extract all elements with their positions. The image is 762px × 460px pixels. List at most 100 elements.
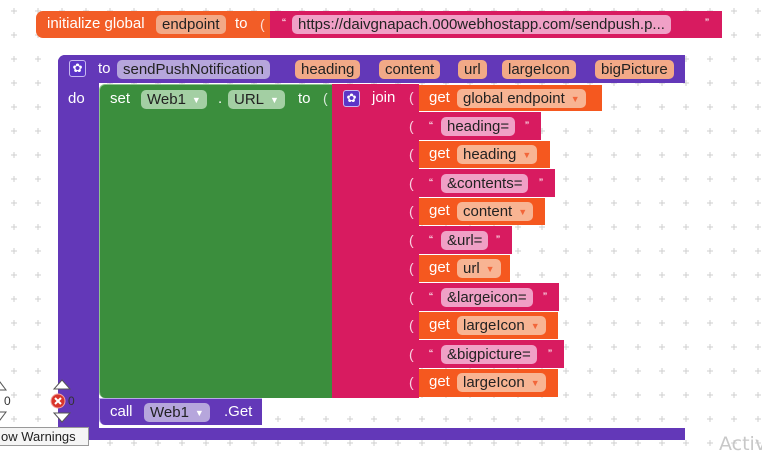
socket-icon: ( [409, 175, 414, 191]
open-quote-icon: “ [429, 347, 433, 361]
text-value-field[interactable]: &bigpicture= [441, 345, 537, 364]
get-label: get [429, 316, 450, 333]
socket-icon: ( [409, 260, 414, 276]
close-quote-icon: ” [539, 176, 543, 190]
error-toggle-arrows-icon [50, 379, 72, 423]
socket-icon: ( [409, 346, 414, 362]
warnings-indicator[interactable]: 0 [0, 378, 20, 424]
variable-dropdown[interactable]: url ▼ [457, 259, 501, 278]
join-item-1[interactable]: “ heading= ” [419, 112, 541, 140]
dropdown-arrow-icon: ▼ [485, 264, 495, 274]
procedure-block[interactable]: ✿ to sendPushNotification heading conten… [58, 55, 685, 440]
close-quote-icon: ” [548, 347, 552, 361]
text-value-field[interactable]: https://daivgnapach.000webhostapp.com/se… [292, 15, 671, 34]
variable-dropdown[interactable]: global endpoint ▼ [457, 89, 586, 108]
variable-dropdown[interactable]: content ▼ [457, 202, 534, 221]
join-item-9[interactable]: “ &bigpicture= ” [419, 340, 564, 368]
get-label: get [429, 373, 450, 390]
do-label: do [68, 90, 85, 107]
param-bigpicture[interactable]: bigPicture [595, 60, 674, 79]
param-content[interactable]: content [379, 60, 441, 79]
variable-dropdown[interactable]: largeIcon ▼ [457, 373, 546, 392]
socket-icon: ( [323, 90, 328, 106]
component-dropdown[interactable]: Web1 ▼ [141, 90, 207, 109]
get-label: get [429, 202, 450, 219]
get-label: get [429, 145, 450, 162]
variable-name: largeIcon [463, 317, 525, 334]
close-quote-icon: ” [705, 16, 709, 30]
join-item-5[interactable]: “ &url= ” [419, 226, 512, 254]
join-item-8[interactable]: get largeIcon ▼ [419, 312, 558, 339]
socket-icon: ( [409, 89, 414, 105]
close-quote-icon: ” [525, 119, 529, 133]
open-quote-icon: “ [429, 119, 433, 133]
param-largeicon[interactable]: largeIcon [502, 60, 576, 79]
dropdown-arrow-icon: ▼ [522, 150, 532, 160]
join-item-7[interactable]: “ &largeicon= ” [419, 283, 559, 311]
property-dropdown[interactable]: URL ▼ [228, 90, 285, 109]
close-quote-icon: ” [543, 290, 547, 304]
call-web1-get-block[interactable]: call Web1▼ .Get [99, 398, 262, 425]
join-label: join [372, 89, 396, 106]
dropdown-arrow-icon: ▼ [530, 378, 540, 388]
variable-name: largeIcon [463, 374, 525, 391]
variable-name: global endpoint [463, 90, 565, 107]
procedure-name-field[interactable]: sendPushNotification [117, 60, 270, 79]
setter-to-label: to [298, 90, 311, 107]
method-label: .Get [224, 403, 253, 420]
global-name-field[interactable]: endpoint [156, 15, 226, 34]
errors-count: 0 [68, 394, 75, 408]
dropdown-arrow-icon: ▼ [270, 95, 279, 105]
mutator-gear-icon[interactable]: ✿ [69, 60, 86, 77]
initialize-global-block[interactable]: initialize global endpoint to ( “ https:… [36, 11, 722, 38]
dropdown-arrow-icon: ▼ [191, 95, 201, 105]
socket-icon: ( [409, 118, 414, 134]
property-name: URL [234, 91, 265, 108]
join-item-3[interactable]: “ &contents= ” [419, 169, 555, 197]
socket-icon: ( [409, 374, 414, 390]
show-warnings-label: ow Warnings [1, 429, 76, 444]
dot-label: . [218, 90, 223, 107]
variable-dropdown[interactable]: largeIcon ▼ [457, 316, 546, 335]
socket-icon: ( [409, 232, 414, 248]
param-url[interactable]: url [458, 60, 487, 79]
call-label: call [110, 403, 133, 420]
join-item-2[interactable]: get heading ▼ [419, 141, 550, 168]
component-name: Web1 [147, 91, 186, 108]
set-web1-url-block[interactable]: set Web1 ▼ . URL ▼ to [99, 84, 333, 398]
variable-dropdown[interactable]: heading ▼ [457, 145, 538, 164]
join-item-4[interactable]: get content ▼ [419, 198, 545, 225]
initialize-global-label: initialize global [47, 15, 145, 32]
errors-indicator[interactable]: 0 [48, 376, 80, 426]
text-value-field[interactable]: heading= [441, 117, 516, 136]
get-label: get [429, 89, 450, 106]
component-name: Web1 [150, 404, 189, 421]
text-value-field[interactable]: &contents= [441, 174, 529, 193]
dropdown-arrow-icon: ▼ [530, 321, 540, 331]
variable-name: url [463, 260, 480, 277]
socket-icon: ( [409, 203, 414, 219]
to-label: to [235, 15, 248, 32]
join-block[interactable]: ( ✿ join [323, 84, 419, 398]
text-value-field[interactable]: &largeicon= [441, 288, 533, 307]
text-value-field[interactable]: &url= [441, 231, 489, 250]
param-heading[interactable]: heading [295, 60, 361, 79]
join-item-0[interactable]: get global endpoint ▼ [419, 85, 602, 111]
variable-name: content [463, 203, 513, 220]
open-quote-icon: “ [429, 290, 433, 304]
join-item-10[interactable]: get largeIcon ▼ [419, 369, 558, 397]
socket-icon: ( [409, 317, 414, 333]
join-mutator-gear-icon[interactable]: ✿ [343, 90, 360, 107]
set-label: set [110, 90, 131, 107]
close-quote-icon: ” [496, 233, 500, 247]
variable-name: heading [463, 146, 517, 163]
dropdown-arrow-icon: ▼ [518, 207, 528, 217]
socket-icon: ( [409, 289, 414, 305]
dropdown-arrow-icon: ▼ [570, 94, 580, 104]
open-quote-icon: “ [429, 233, 433, 247]
join-item-6[interactable]: get url▼ [419, 255, 510, 282]
show-warnings-button[interactable]: ow Warnings [0, 427, 89, 446]
call-component-dropdown[interactable]: Web1▼ [144, 403, 210, 422]
activation-watermark: Activ [719, 433, 762, 455]
open-quote-icon: “ [429, 176, 433, 190]
